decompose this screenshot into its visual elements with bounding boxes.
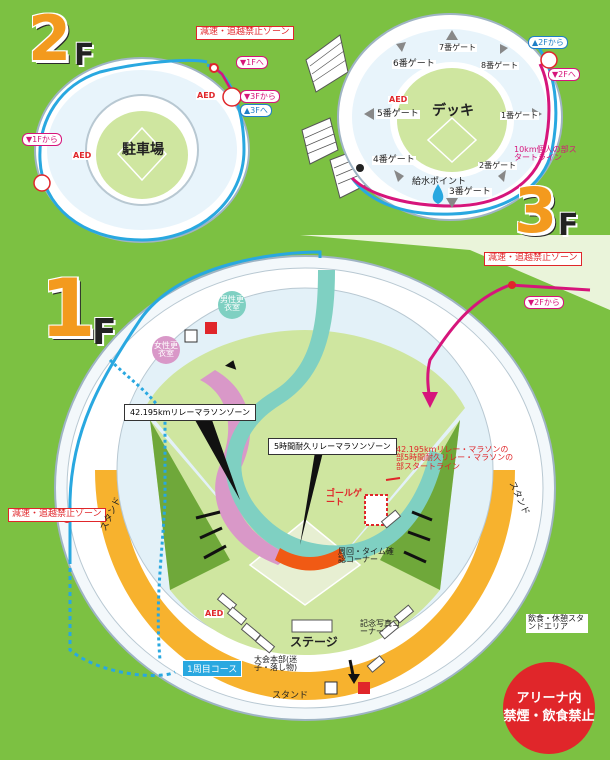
notice-line-1: アリーナ内 bbox=[516, 691, 582, 707]
hq-label: 大会本部(迷子・落し物) bbox=[254, 655, 298, 673]
floor-2-number: 2 bbox=[28, 2, 71, 75]
parking-label: 駐車場 bbox=[122, 142, 164, 158]
floor-1-number: 1 bbox=[40, 262, 96, 355]
first-lap-course: 1周目コース bbox=[182, 660, 243, 677]
floor-1-map bbox=[54, 250, 591, 721]
slow-zone-1f-left: 減速・追越禁止ゾーン bbox=[8, 508, 106, 522]
water-point: 給水ポイント bbox=[412, 177, 467, 187]
slow-zone-1f-right: 減速・追越禁止ゾーン bbox=[484, 252, 582, 266]
relay-5h-callout: 5時間耐久リレーマラソンゾーン bbox=[268, 438, 397, 455]
mens-room: 男性更衣室 bbox=[220, 295, 244, 313]
womens-room: 女性更衣室 bbox=[154, 341, 178, 359]
gate-3: 3番ゲート bbox=[448, 187, 492, 198]
stage-label: ステージ bbox=[290, 635, 338, 649]
floor-3-number: 3 bbox=[514, 174, 557, 247]
floor-2-suffix: F bbox=[74, 38, 95, 73]
photo-corner: 記念写真コーナー bbox=[360, 619, 400, 637]
aed-2f-left: AED bbox=[72, 151, 93, 161]
stand-bottom: スタンド bbox=[272, 691, 309, 701]
from-3f-tag: ▼3Fから bbox=[240, 90, 280, 103]
lap-corner: 周回・タイム確認コーナー bbox=[338, 547, 394, 565]
to-3f-tag: ▲3Fへ bbox=[240, 104, 272, 117]
gate-4: 4番ゲート bbox=[372, 155, 416, 166]
gate-7: 7番ゲート bbox=[438, 43, 478, 53]
floor-1-suffix: F bbox=[92, 312, 117, 353]
start-10k: 10km個人の部スタートライン bbox=[514, 145, 577, 163]
deck-label: デッキ bbox=[432, 103, 474, 119]
notice-line-2: 禁煙・飲食禁止 bbox=[503, 709, 595, 724]
no-smoking-notice: アリーナ内 禁煙・飲食禁止 bbox=[503, 662, 595, 754]
floor-3-suffix: F bbox=[558, 208, 579, 243]
aed-3f: AED bbox=[388, 95, 409, 105]
food-area: 飲食・休憩スタンドエリア bbox=[526, 614, 588, 633]
gate-5: 5番ゲート bbox=[376, 109, 420, 120]
gate-1: 1番ゲート bbox=[500, 111, 540, 121]
to-2f-tag: ▼2Fへ bbox=[548, 68, 580, 81]
gate-6: 6番ゲート bbox=[392, 59, 436, 70]
start-line-1f: 42.195kmリレー・マラソンの部5時間耐久リレー・マラソンの部スタートライン bbox=[396, 445, 514, 471]
relay-42-callout: 42.195kmリレーマラソンゾーン bbox=[124, 404, 257, 421]
gate-2: 2番ゲート bbox=[478, 161, 518, 171]
goal-gate: ゴールゲート bbox=[326, 489, 363, 509]
from-1f-tag: ▼1Fから bbox=[22, 133, 62, 146]
from-2f-1f-tag: ▼2Fから bbox=[524, 296, 564, 309]
gate-8: 8番ゲート bbox=[480, 61, 520, 71]
aed-2f-top: AED bbox=[196, 91, 217, 101]
to-1f-tag-2f: ▼1Fへ bbox=[236, 56, 268, 69]
floor-2-map bbox=[33, 57, 250, 243]
aed-1f: AED bbox=[204, 609, 225, 619]
slow-zone-2f: 減速・追越禁止ゾーン bbox=[196, 26, 294, 40]
from-2f-tag: ▲2Fから bbox=[528, 36, 568, 49]
